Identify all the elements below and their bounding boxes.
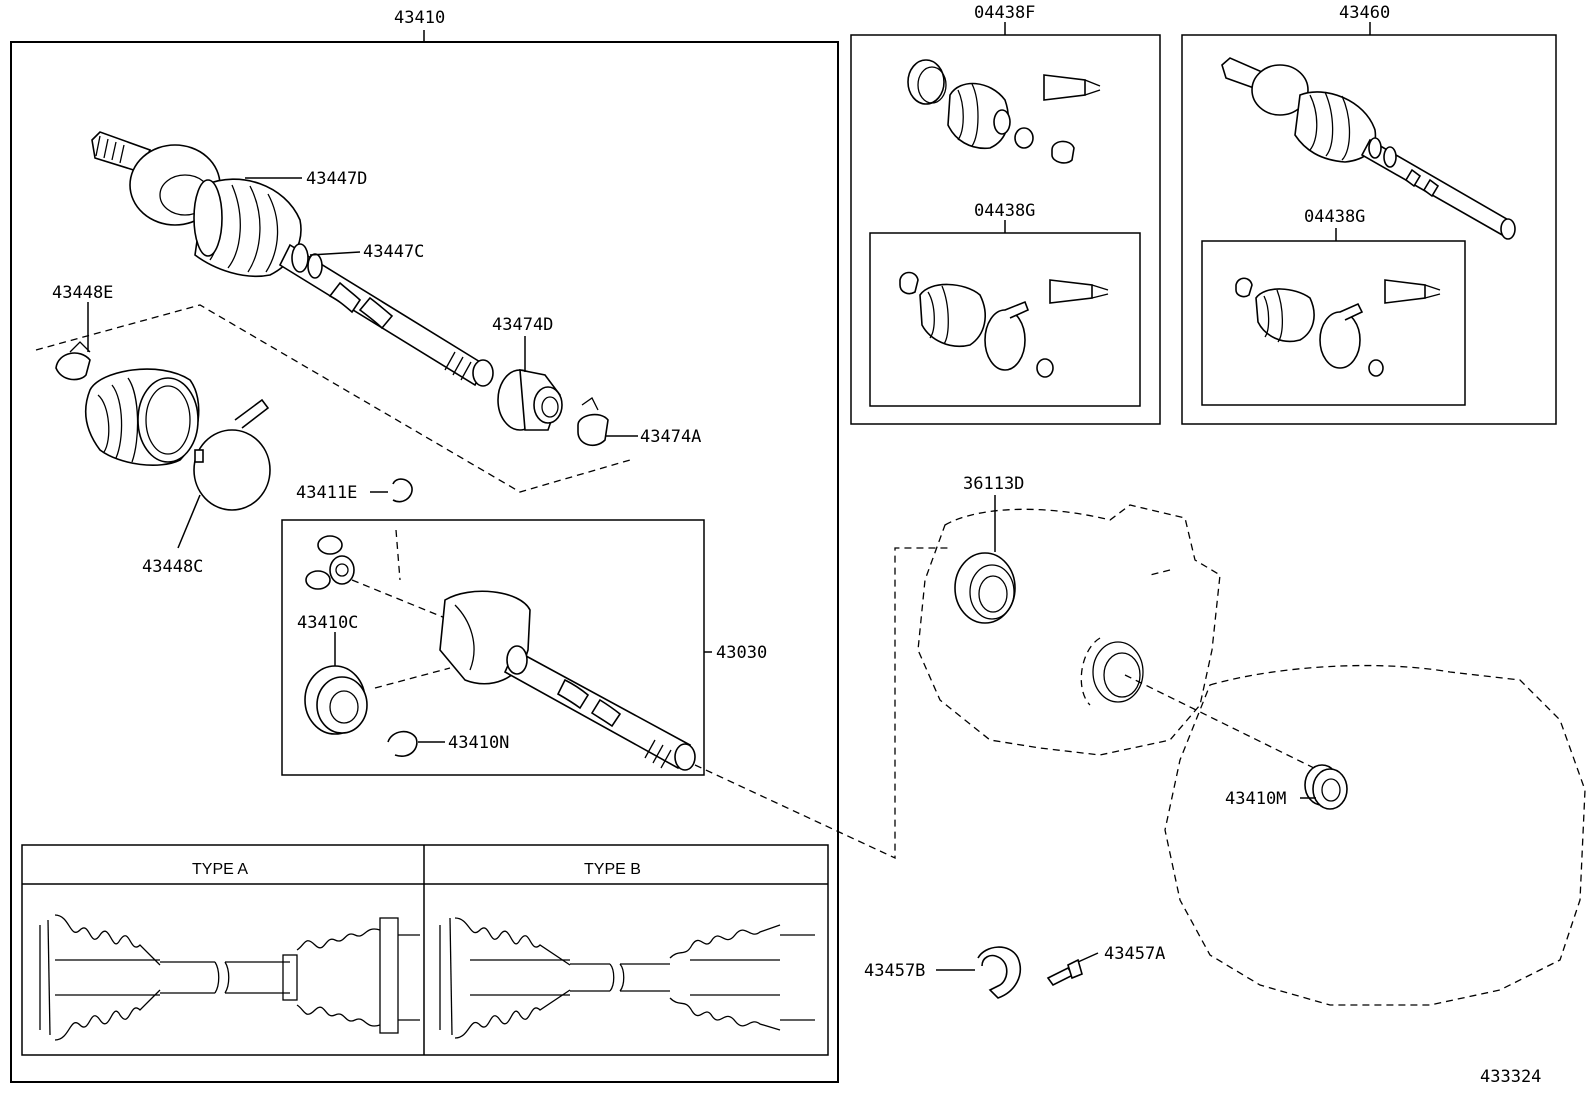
label-43448E[interactable]: 43448E [52,283,113,303]
label-04438G-left[interactable]: 04438G [974,201,1035,221]
bearing-43410C[interactable] [304,665,368,735]
label-43410[interactable]: 43410 [394,8,445,28]
label-43410M[interactable]: 43410M [1225,789,1286,809]
band-clamp-43448C[interactable] [193,398,271,511]
kit-04438G-left-parts[interactable] [899,271,1109,378]
boot-43448[interactable] [84,368,200,466]
transaxle-bore [1092,641,1144,703]
seal-43410M[interactable] [1304,764,1348,810]
assy-43460-frame [1181,34,1557,425]
label-43457A[interactable]: 43457A [1104,944,1165,964]
label-43460[interactable]: 43460 [1339,3,1390,23]
main-assembly-frame [10,30,839,1083]
snap-ring-43457B[interactable] [977,946,1022,999]
kit-outline-dashed [35,304,631,493]
dash-line-tripod [351,579,451,621]
label-43410C[interactable]: 43410C [297,613,358,633]
inner-joint-shaft[interactable] [439,590,696,771]
assy-43460-shaft[interactable] [1221,57,1516,240]
dash-line-bearing [374,667,451,689]
label-43448C[interactable]: 43448C [142,557,203,577]
kit-04438G-right-frame [1201,240,1466,406]
type-b-shaft-drawing [439,917,815,1039]
dash-line-to-transaxle [694,547,948,860]
label-43030[interactable]: 43030 [716,643,767,663]
clip-43448E[interactable] [55,341,91,381]
label-04438G-right[interactable]: 04438G [1304,207,1365,227]
clamp-43474A[interactable] [577,397,609,447]
header-type-b[interactable]: TYPE B [584,861,641,878]
dash-line-ring [395,529,401,581]
label-43474D[interactable]: 43474D [492,315,553,335]
kit-04438G-right-parts[interactable] [1235,277,1441,377]
figure-id: 433324 [1480,1067,1541,1087]
damper-43474D[interactable] [497,369,563,431]
type-a-shaft-drawing [39,914,420,1041]
seal-36113D[interactable] [954,552,1016,624]
label-43411E[interactable]: 43411E [296,483,357,503]
label-43410N[interactable]: 43410N [448,733,509,753]
label-04438F[interactable]: 04438F [974,3,1035,23]
label-43474A[interactable]: 43474A [640,427,701,447]
transmission-case [1164,664,1586,1006]
label-43447D[interactable]: 43447D [306,169,367,189]
bolt-43457A[interactable] [1046,958,1083,987]
kit-04438F-parts[interactable] [907,59,1101,164]
inner-joint-frame [281,519,705,776]
snap-ring-43410N[interactable] [387,730,418,757]
label-36113D[interactable]: 36113D [963,474,1024,494]
snap-ring-43411E[interactable] [392,478,413,503]
header-type-a[interactable]: TYPE A [192,861,248,878]
type-table [21,844,829,1056]
label-43457B[interactable]: 43457B [864,961,925,981]
label-43447C[interactable]: 43447C [363,242,424,262]
dash-line-bore-to-seal [1124,674,1319,771]
transaxle-case [917,504,1221,756]
drive-shaft-assembly[interactable] [91,131,494,387]
tripod-joint[interactable] [305,535,355,590]
